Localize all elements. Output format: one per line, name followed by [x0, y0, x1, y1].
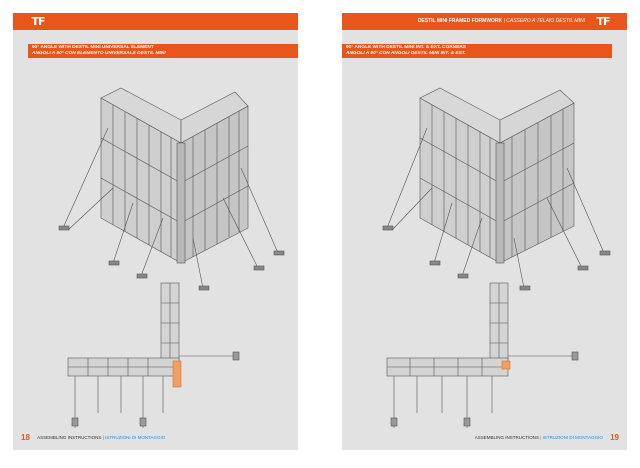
plan-view [67, 282, 240, 428]
section-title-bar: 90° ANGLE WITH DESTIL MINI INT. & EXT. C… [342, 44, 612, 58]
section-title-it: ANGOLI A 90° CON ELEMENTO UNIVERSALE DES… [32, 50, 166, 56]
footer-separator: | [102, 434, 104, 440]
page-footer: ASSEMBLING INSTRUCTIONS | ISTRUZIONI DI … [474, 432, 619, 442]
right-page: DESTIL MINI FRAMED FORMWORK | CASSERO A … [342, 13, 627, 450]
section-title-it: ANGOLI A 90° CON ANGOLI DESTIL MINI INT.… [346, 50, 466, 56]
isometric-corner-view [382, 87, 611, 291]
footer-it: ISTRUZIONI DI MONTAGGIO [105, 434, 166, 440]
header-separator: | [503, 18, 505, 24]
formwork-drawing [382, 87, 611, 428]
page-number: 19 [610, 432, 619, 442]
formwork-drawing [58, 87, 285, 428]
section-title-en: 90° ANGLE WITH DESTIL MINI UNIVERSAL ELE… [32, 45, 154, 50]
page-number: 18 [21, 432, 30, 442]
header-bar: TF [13, 13, 298, 30]
header-title: DESTIL MINI FRAMED FORMWORK | CASSERO A … [418, 18, 585, 25]
footer-separator: | [540, 434, 542, 440]
header-bar: DESTIL MINI FRAMED FORMWORK | CASSERO A … [342, 13, 627, 30]
isometric-corner-view [58, 87, 285, 291]
section-title-en: 90° ANGLE WITH DESTIL MINI INT. & EXT. C… [346, 45, 466, 50]
tf-logo: TF [596, 15, 610, 28]
header-title-it: CASSERO A TELAIO DESTIL MINI [506, 18, 585, 24]
header-title-en: DESTIL MINI FRAMED FORMWORK [417, 18, 503, 24]
tf-logo: TF [31, 15, 45, 28]
footer-it: ISTRUZIONI DI MONTAGGIO [542, 434, 603, 440]
section-title-bar: 90° ANGLE WITH DESTIL MINI UNIVERSAL ELE… [28, 44, 298, 58]
page-footer: 18 ASSEMBLING INSTRUCTIONS | ISTRUZIONI … [21, 432, 166, 442]
plan-view [386, 282, 579, 428]
left-page: TF 90° ANGLE WITH DESTIL MINI UNIVERSAL … [13, 13, 298, 450]
footer-en: ASSEMBLING INSTRUCTIONS [37, 434, 102, 440]
footer-en: ASSEMBLING INSTRUCTIONS [474, 434, 539, 440]
